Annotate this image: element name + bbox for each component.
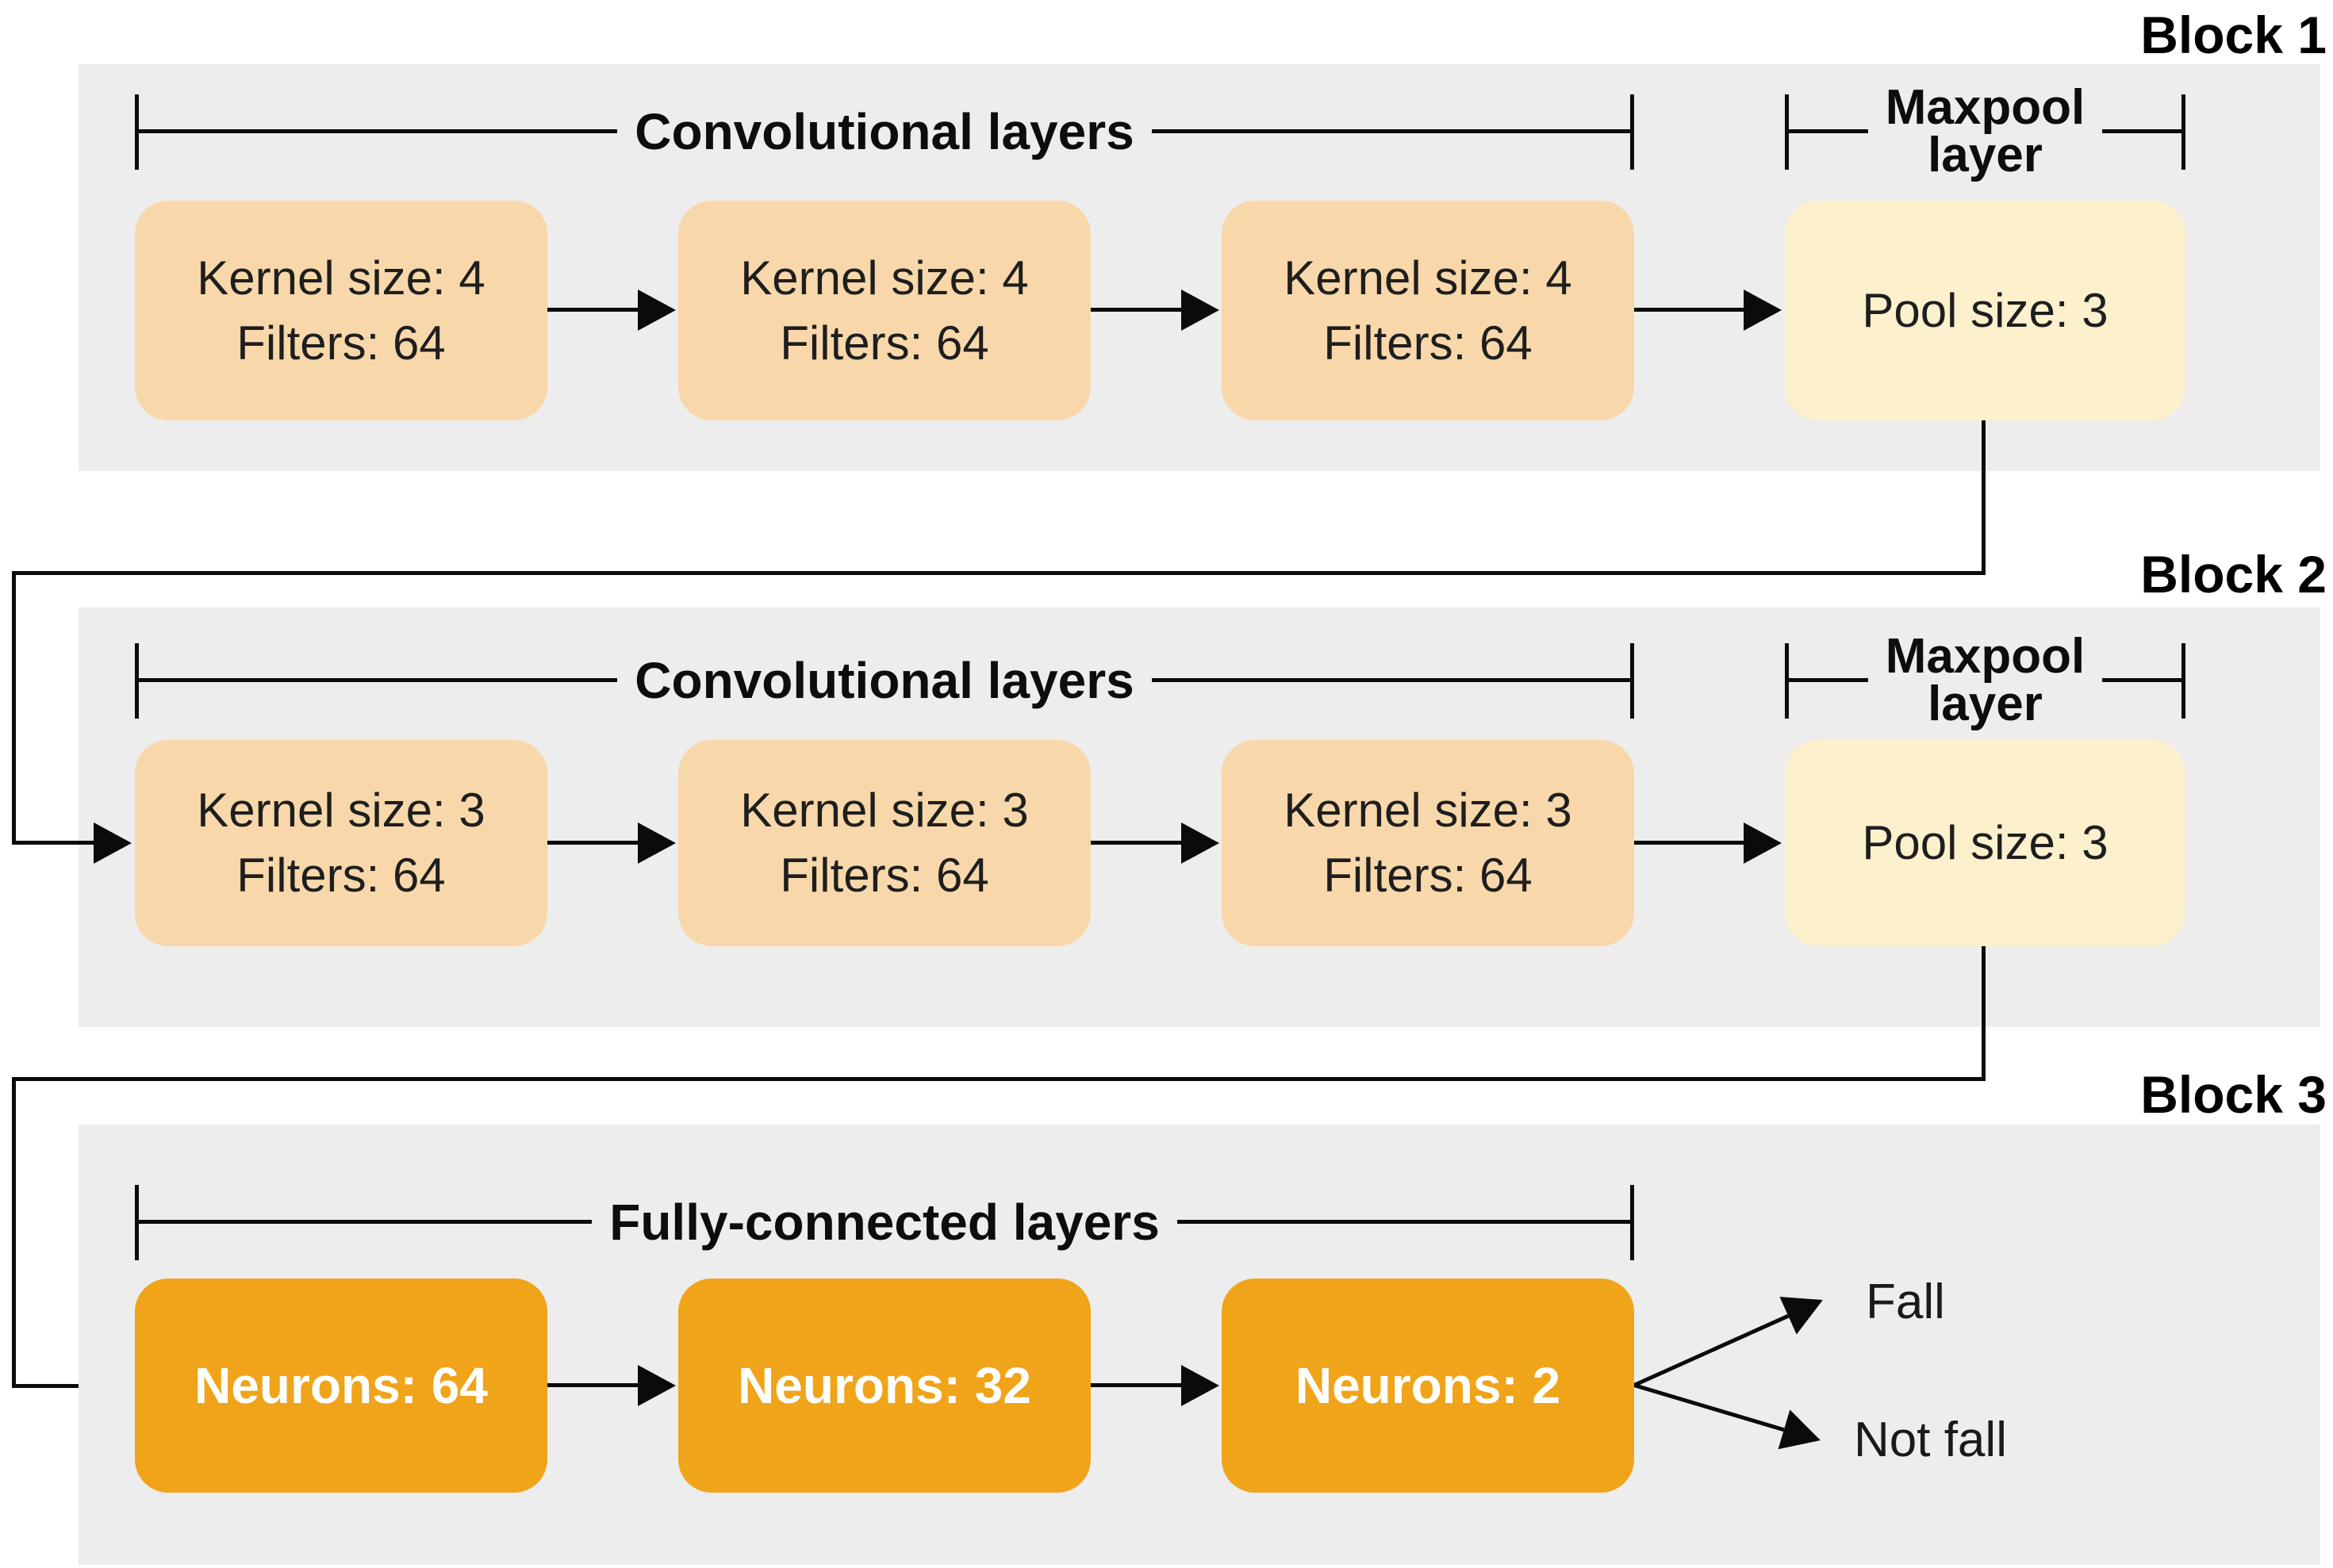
output-label-fall: Fall [1866,1275,1945,1329]
block1-title: Block 1 [2140,6,2327,64]
arrow-line [1091,1383,1183,1387]
block1-conv-bracket-left-tick [135,94,139,170]
arrow-head-icon [638,822,676,864]
block2-conv-bracket-right-tick [1630,643,1634,719]
arrow-line [547,1383,639,1387]
block3-fc-bracket-left-tick [135,1185,139,1260]
connector-block1-to-block2 [12,571,16,845]
block1-conv-layer-3: Kernel size: 4 Filters: 64 [1222,201,1634,420]
arrow-head-icon [638,289,676,331]
connector-block2-to-block3 [12,1077,16,1388]
arrow-line [1091,841,1183,845]
arrow-line [1091,308,1183,312]
block2-conv-bracket-label: Convolutional layers [135,641,1634,720]
arrow-head-icon [1181,822,1219,864]
arrow-line [547,308,639,312]
block2-maxpool-bracket-left-tick [1785,643,1789,719]
block3-fc-bracket-label: Fully-connected layers [135,1183,1634,1262]
block1-conv-bracket-label: Convolutional layers [135,92,1634,171]
arrow-head-icon [638,1365,676,1406]
block1-maxpool-bracket-right-tick [2181,94,2185,170]
arrow-head-icon [1181,289,1219,331]
connector-block2-to-block3 [12,1077,1986,1081]
arrow-line [547,841,639,845]
connector-block2-to-block3 [1982,946,1986,1081]
block1-conv-bracket-right-tick [1630,94,1634,170]
block2-maxpool-bracket-right-tick [2181,643,2185,719]
connector-block1-to-block2 [1982,420,1986,575]
connector-block1-to-block2 [12,841,99,845]
connector-block1-to-block2 [12,571,1986,575]
block3-fc-layer-3: Neurons: 2 [1222,1279,1634,1493]
output-label-not-fall: Not fall [1854,1413,2007,1467]
connector-block2-to-block3 [12,1384,79,1388]
block1-maxpool-layer: Pool size: 3 [1785,201,2185,420]
block2-conv-bracket-left-tick [135,643,139,719]
block2-conv-layer-2: Kernel size: 3 Filters: 64 [678,740,1091,946]
block2-conv-layer-3: Kernel size: 3 Filters: 64 [1222,740,1634,946]
block2-maxpool-bracket-label: Maxpool layer [1785,632,2185,729]
arrow-head-icon [1744,289,1782,331]
block2-title: Block 2 [2140,545,2327,604]
block1-maxpool-bracket-left-tick [1785,94,1789,170]
block1-conv-layer-2: Kernel size: 4 Filters: 64 [678,201,1091,420]
block3-fc-layer-1: Neurons: 64 [135,1279,547,1493]
block3-fc-layer-2: Neurons: 32 [678,1279,1091,1493]
block3-fc-bracket-right-tick [1630,1185,1634,1260]
block1-conv-layer-1: Kernel size: 4 Filters: 64 [135,201,547,420]
arrow-head-icon [94,822,132,864]
block2-maxpool-layer: Pool size: 3 [1785,740,2185,946]
block2-conv-layer-1: Kernel size: 3 Filters: 64 [135,740,547,946]
block1-maxpool-bracket-label: Maxpool layer [1785,83,2185,180]
arrow-head-icon [1744,822,1782,864]
arrow-line [1634,841,1745,845]
block3-title: Block 3 [2140,1065,2327,1124]
arrow-head-icon [1181,1365,1219,1406]
arrow-line [1634,308,1745,312]
